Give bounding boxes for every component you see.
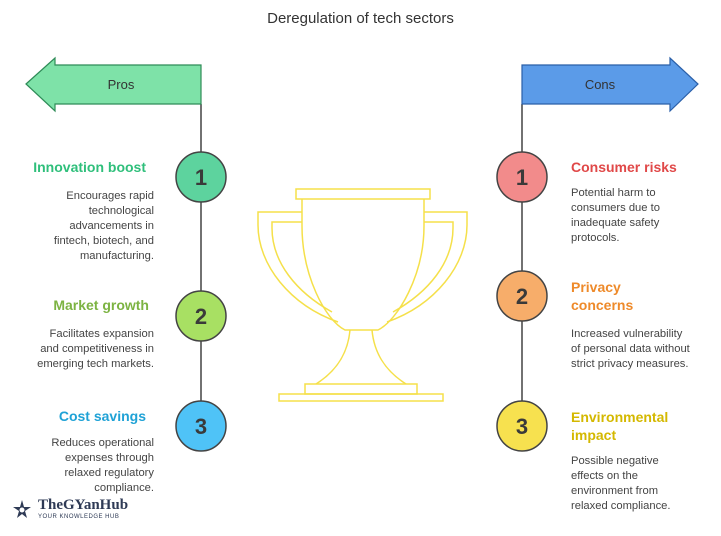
pros-circle-3 xyxy=(175,400,227,452)
pros-heading-1: Innovation boost xyxy=(33,159,146,175)
cons-number-1: 1 xyxy=(516,165,528,190)
trophy-icon xyxy=(257,188,468,402)
cons-number-3: 3 xyxy=(516,414,528,439)
cons-circle-1 xyxy=(496,151,548,203)
logo-tagline: YOUR KNOWLEDGE HUB xyxy=(38,514,120,520)
cons-circle-3 xyxy=(496,400,548,452)
cons-banner-label: Cons xyxy=(585,77,616,92)
cons-banner xyxy=(521,56,699,113)
pros-banner xyxy=(25,56,202,113)
pros-number-1: 1 xyxy=(195,165,207,190)
logo-name: TheGYanHub xyxy=(38,497,129,513)
pros-heading-2: Market growth xyxy=(53,297,149,313)
pros-circle-1 xyxy=(175,151,227,203)
cons-heading-1: Consumer risks xyxy=(571,159,677,175)
pros-circle-2 xyxy=(175,290,227,342)
hub-logo-icon xyxy=(13,499,31,518)
cons-number-2: 2 xyxy=(516,284,528,309)
pros-number-2: 2 xyxy=(195,304,207,329)
brand-logo: TheGYanHub YOUR KNOWLEDGE HUB xyxy=(10,498,128,521)
cons-circle-2 xyxy=(496,270,548,322)
pros-number-3: 3 xyxy=(195,414,207,439)
diagram-title: Deregulation of tech sectors xyxy=(267,10,454,27)
pros-heading-3: Cost savings xyxy=(58,408,146,424)
pros-banner-label: Pros xyxy=(108,77,135,92)
